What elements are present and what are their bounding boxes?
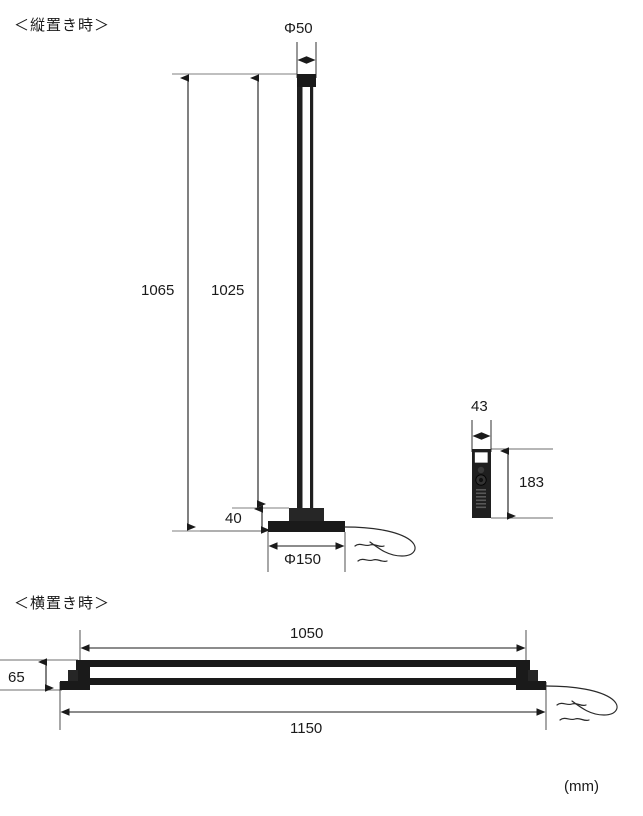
pole-base-hub <box>289 508 324 521</box>
dimension-bar-length-outer: 1150 <box>290 720 323 737</box>
horizontal-left-foot <box>60 660 90 690</box>
pole-body <box>297 87 314 511</box>
pole-top-cap <box>297 74 316 87</box>
dimension-bar-length-inner: 1050 <box>290 625 324 642</box>
extension-lines-vertical-view <box>172 73 297 532</box>
dimension-pole-height: 1025 <box>211 282 245 299</box>
dimension-column-diameter: Φ50 <box>284 20 313 37</box>
dim-column-diameter <box>296 42 317 78</box>
unit-label: (mm) <box>564 778 599 795</box>
detail-panel-body <box>472 449 491 518</box>
dimension-panel-height: 183 <box>519 474 545 491</box>
dimension-base-diameter: Φ150 <box>284 551 321 568</box>
dimension-panel-width: 43 <box>471 398 488 415</box>
power-cable-vertical <box>344 526 416 563</box>
pole-base-plate <box>268 521 345 532</box>
dimension-base-height: 40 <box>225 510 242 527</box>
dimension-total-height: 1065 <box>141 282 175 299</box>
power-cable-horizontal <box>545 685 618 722</box>
dimension-bar-height: 65 <box>8 669 25 686</box>
horizontal-view-title: ＜横置き時＞ <box>14 595 111 612</box>
vertical-view-title: ＜縦置き時＞ <box>14 17 111 34</box>
horizontal-bar-body <box>88 660 530 685</box>
dim-panel-width <box>471 420 492 452</box>
horizontal-right-foot <box>516 660 546 690</box>
